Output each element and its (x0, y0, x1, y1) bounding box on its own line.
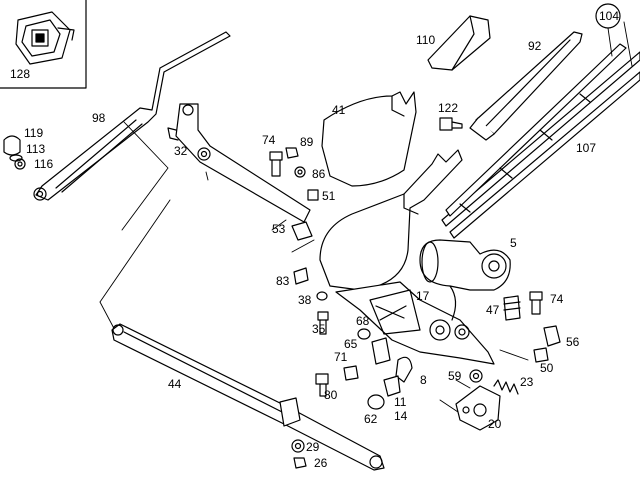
label-20: 20 (488, 417, 502, 431)
label-56: 56 (566, 335, 580, 349)
label-86: 86 (312, 167, 326, 181)
wiper-arm-98 (33, 31, 231, 201)
label-110: 110 (416, 33, 436, 47)
label-51: 51 (322, 189, 336, 203)
seal-62 (367, 394, 385, 410)
label-53: 53 (272, 222, 286, 236)
clip-8 (395, 356, 413, 383)
label-26: 26 (314, 456, 328, 470)
bushing-47 (503, 295, 521, 321)
label-14: 14 (394, 409, 408, 423)
nut-26 (293, 457, 307, 469)
label-44: 44 (168, 377, 182, 391)
washer-29 (291, 439, 305, 453)
label-29: 29 (306, 440, 320, 454)
label-89: 89 (300, 135, 314, 149)
cap-50 (533, 347, 549, 363)
label-68: 68 (356, 314, 370, 328)
label-32: 32 (174, 144, 188, 158)
retainer-11 (383, 375, 401, 397)
wiper-arm-92 (469, 31, 583, 141)
bolt-74 (269, 151, 283, 177)
label-71: 71 (334, 350, 348, 364)
label-47: 47 (486, 303, 500, 317)
label-128: 128 (10, 67, 31, 81)
label-62: 62 (364, 412, 378, 426)
leader-lines (99, 121, 529, 421)
nut-38 (316, 291, 328, 301)
bolt-74-right (529, 291, 543, 315)
label-41: 41 (332, 103, 346, 117)
label-11: 11 (394, 395, 407, 409)
label-8: 8 (420, 373, 427, 387)
cover-110 (427, 15, 491, 71)
wiper-blade-107 (441, 43, 640, 239)
label-113: 113 (26, 142, 46, 156)
clip-68 (357, 328, 371, 340)
inset-box (0, 0, 87, 89)
label-80: 80 (324, 388, 338, 402)
label-59: 59 (448, 369, 462, 383)
label-119: 119 (24, 126, 44, 140)
linkage-bracket-32 (167, 103, 311, 223)
label-50: 50 (540, 361, 554, 375)
nut-59 (469, 369, 483, 383)
label-35: 35 (312, 322, 326, 336)
nut-89 (285, 147, 299, 159)
label-74-right: 74 (550, 292, 564, 306)
screw-35 (317, 311, 329, 335)
label-17: 17 (416, 289, 430, 303)
label-116: 116 (34, 157, 54, 171)
label-104: 104 (599, 9, 620, 23)
nut-71 (343, 365, 359, 381)
washer-86 (294, 166, 306, 178)
label-83: 83 (276, 274, 290, 288)
spring-23 (493, 379, 519, 395)
label-23: 23 (520, 375, 534, 389)
cap-119 (3, 135, 21, 156)
label-5: 5 (510, 236, 517, 250)
bracket-20 (455, 385, 501, 431)
screw-122 (439, 117, 463, 131)
label-74: 74 (262, 133, 276, 147)
bracket-65 (371, 337, 391, 365)
label-92: 92 (528, 39, 542, 53)
screw-80 (315, 373, 329, 397)
label-107: 107 (576, 141, 597, 155)
cover-41 (321, 91, 417, 187)
clip-83 (293, 267, 309, 285)
label-122: 122 (438, 101, 459, 115)
washer-116 (14, 158, 26, 170)
motor-5 (419, 239, 511, 321)
label-65: 65 (344, 337, 358, 351)
bushing-51 (307, 189, 319, 201)
clip-53 (291, 221, 313, 241)
label-38: 38 (298, 293, 312, 307)
housing-17 (319, 149, 495, 365)
grommet-56 (543, 325, 561, 347)
label-98: 98 (92, 111, 106, 125)
switch-part-128 (15, 11, 75, 65)
linkage-rod-44 (111, 323, 385, 471)
